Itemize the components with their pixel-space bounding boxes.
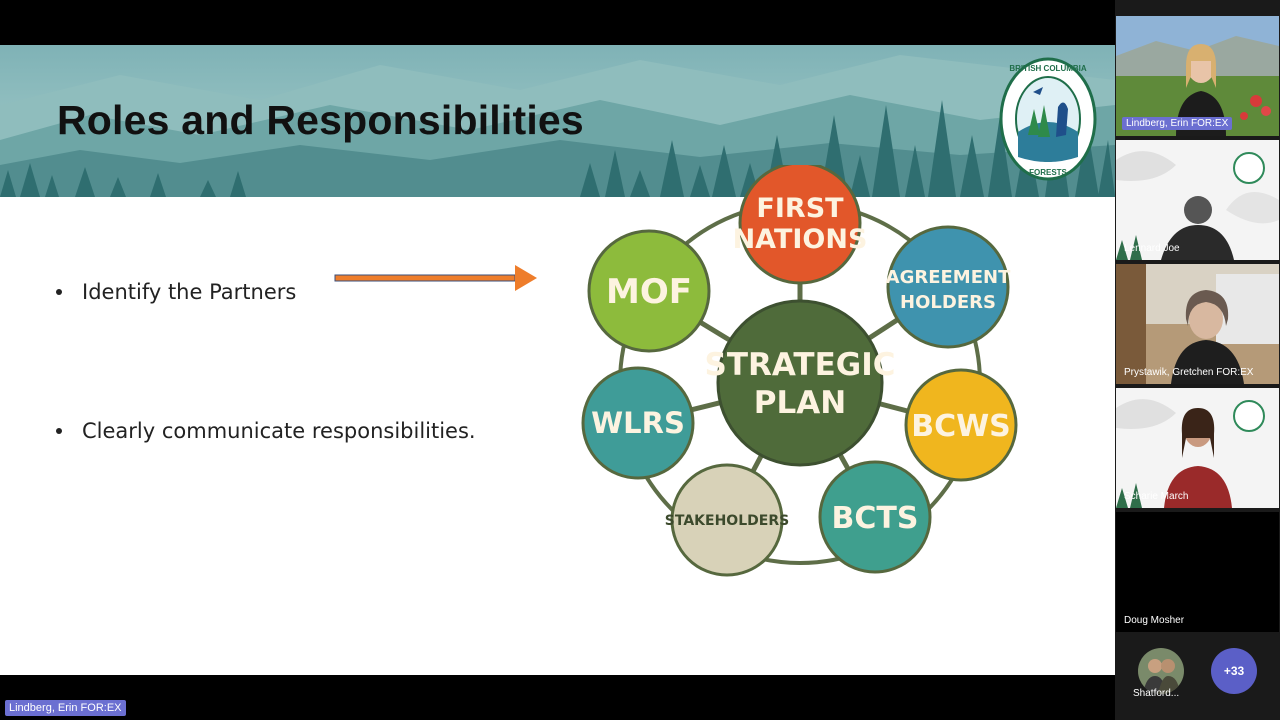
node-label: AGREEMENT: [886, 267, 1011, 288]
participant-name: Prystawik, Gretchen FOR:EX: [1124, 367, 1254, 378]
logo-bottom-text: FORESTS: [1029, 168, 1067, 177]
bullet-text: Identify the Partners: [82, 280, 297, 304]
node-bcts: BCTS: [818, 460, 932, 574]
bc-forests-logo: BRITISH COLUMBIA FORESTS: [999, 57, 1097, 181]
node-strategic-plan: STRATEGIC PLAN: [705, 299, 896, 467]
node-first-nations: FIRST NATIONS: [733, 165, 868, 285]
avatar-image: [1138, 648, 1184, 694]
shared-screen: Roles and Responsibilities BRITISH COLUM…: [0, 45, 1115, 716]
avatar[interactable]: [1138, 648, 1184, 694]
node-label: MOF: [606, 272, 692, 312]
logo-top-text: BRITISH COLUMBIA: [1009, 64, 1087, 73]
bullet-text: Clearly communicate responsibilities.: [82, 419, 476, 443]
participant-name: Shatford...: [1133, 688, 1180, 699]
participant-name: Lindberg, Erin FOR:EX: [1122, 117, 1233, 130]
video-feed: [1116, 16, 1279, 136]
node-label: BCTS: [832, 501, 919, 536]
center-label: PLAN: [754, 385, 846, 421]
node-mof: MOF: [587, 229, 711, 353]
video-feed: [1116, 264, 1279, 384]
node-bcws: BCWS: [904, 368, 1018, 482]
node-label: BCWS: [911, 409, 1011, 444]
video-feed: [1116, 140, 1279, 260]
node-label: NATIONS: [733, 224, 868, 255]
participant-tile[interactable]: Lennard Joe: [1116, 140, 1279, 260]
node-label: FIRST: [756, 193, 844, 224]
center-label: STRATEGIC: [705, 347, 896, 383]
presenter-name-tag: Lindberg, Erin FOR:EX: [5, 700, 126, 716]
node-wlrs: WLRS: [581, 366, 695, 480]
participant-name: Lennard Joe: [1124, 243, 1180, 254]
bullet-identify-partners: Identify the Partners: [56, 280, 296, 304]
node-label: HOLDERS: [900, 292, 996, 313]
participant-tile[interactable]: Lindberg, Erin FOR:EX: [1116, 16, 1279, 136]
participant-tile[interactable]: Prystawik, Gretchen FOR:EX: [1116, 264, 1279, 384]
bullet-communicate: Clearly communicate responsibilities.: [56, 419, 476, 443]
node-label: STAKEHOLDERS: [665, 513, 789, 529]
participant-name: Doug Mosher: [1124, 615, 1185, 626]
strategic-plan-diagram: FIRST NATIONS AGREEMENT HOLDERS BCWS BCT…: [581, 165, 1018, 577]
bullet-dot: [56, 428, 62, 434]
video-feed: [1116, 388, 1279, 508]
presentation-slide: Roles and Responsibilities BRITISH COLUM…: [0, 45, 1115, 675]
node-stakeholders: STAKEHOLDERS: [665, 463, 789, 577]
participant-tile[interactable]: Scharie March: [1116, 388, 1279, 508]
node-agreement-holders: AGREEMENT HOLDERS: [886, 225, 1011, 349]
slide-title: Roles and Responsibilities: [57, 97, 584, 143]
more-participants-button[interactable]: +33: [1211, 648, 1257, 694]
participant-name: Scharie March: [1124, 491, 1189, 502]
bullet-dot: [56, 289, 62, 295]
participant-tile[interactable]: Doug Mosher: [1116, 512, 1279, 632]
node-label: WLRS: [591, 406, 685, 440]
arrow-right-icon: [334, 265, 537, 291]
participant-gallery: Lindberg, Erin FOR:EX Lennard Joe Prysta…: [1115, 0, 1280, 720]
